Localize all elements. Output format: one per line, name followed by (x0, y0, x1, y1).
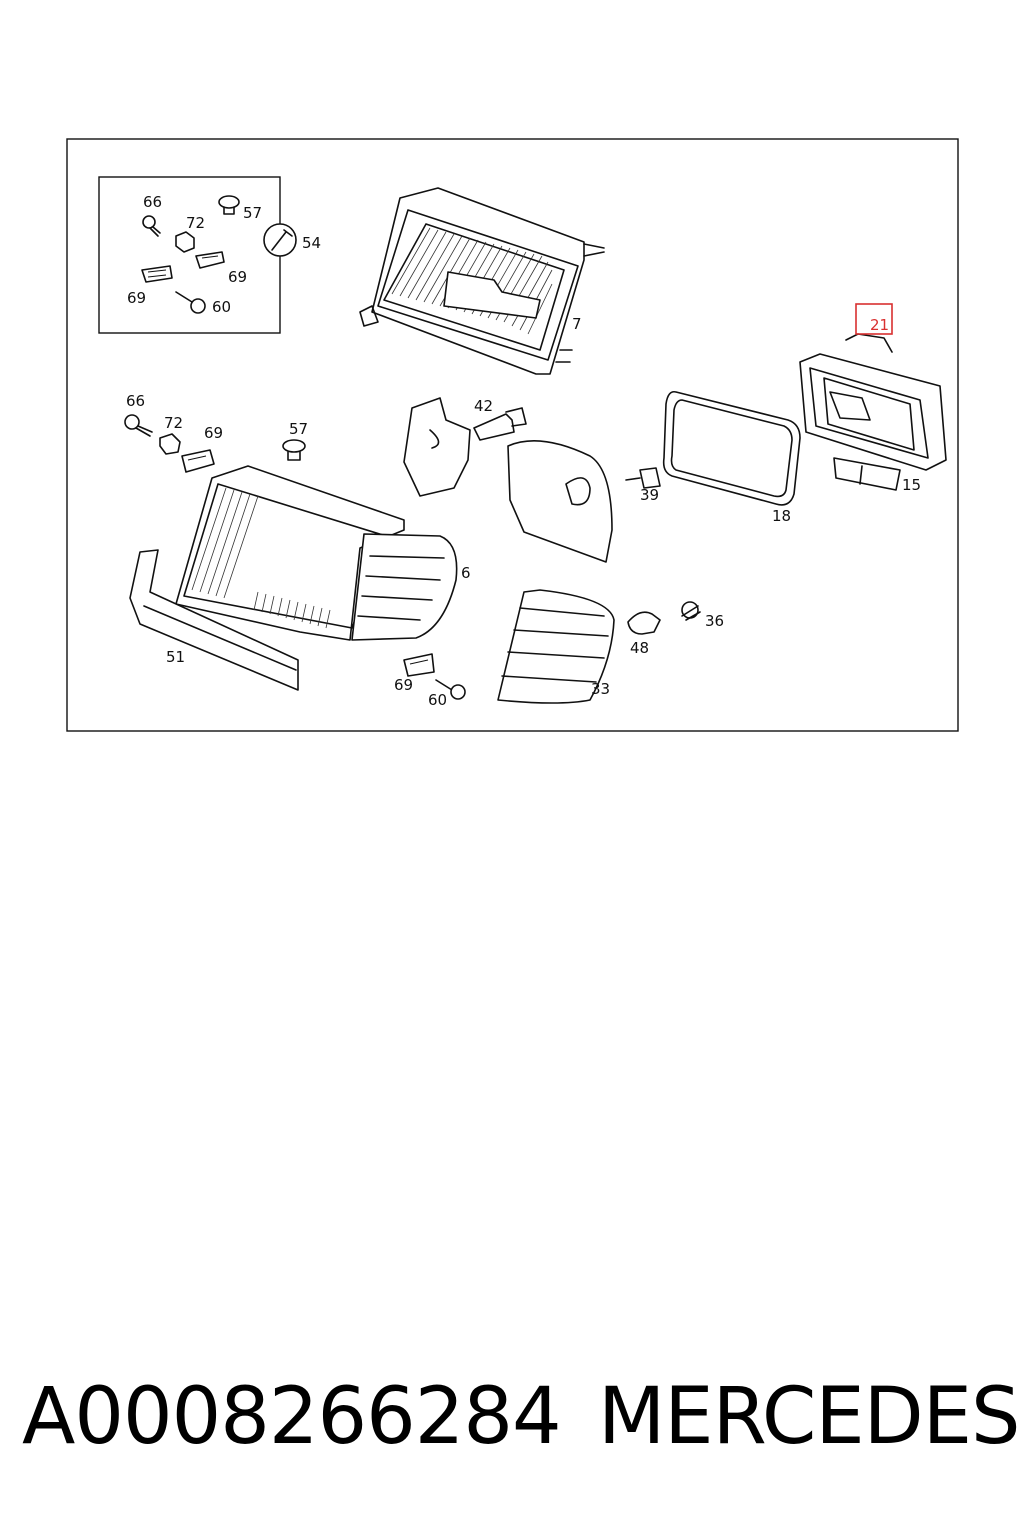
clip-69-lower (403, 653, 435, 677)
callout-6: 6 (461, 564, 471, 582)
reflector-cap (403, 397, 471, 497)
inset-screw-66 (142, 215, 161, 237)
callout-36: 36 (705, 612, 724, 630)
nut-72 (159, 433, 181, 455)
callout-60: 60 (428, 691, 447, 709)
trim-strip-51 (129, 549, 299, 691)
clip-69 (181, 449, 215, 473)
reflector-unit (507, 440, 613, 563)
callout-51: 51 (166, 648, 185, 666)
diagram-frame (66, 138, 959, 732)
callout-inset-66: 66 (143, 193, 162, 211)
inset-screw-60 (175, 291, 206, 314)
callout-inset-69b: 69 (127, 289, 146, 307)
callout-15: 15 (902, 476, 921, 494)
inset-box (98, 176, 281, 334)
wire-clip-21 (845, 333, 893, 353)
bulb-48 (627, 611, 661, 635)
inset-clip-69b (141, 265, 173, 283)
callout-72: 72 (164, 414, 183, 432)
callout-inset-69a: 69 (228, 268, 247, 286)
inset-nut-72 (175, 231, 195, 253)
parts-diagram: 66 57 72 54 69 69 60 7 21 66 72 69 57 42… (66, 138, 959, 732)
callout-7: 7 (572, 315, 582, 333)
headlamp-housing-15 (799, 353, 947, 491)
callout-inset-60: 60 (212, 298, 231, 316)
turn-signal-lens-33 (497, 589, 615, 704)
callout-inset-57: 57 (243, 204, 262, 222)
inset-clip-57 (218, 195, 240, 215)
callout-39: 39 (640, 486, 659, 504)
callout-42: 42 (474, 397, 493, 415)
callout-48: 48 (630, 639, 649, 657)
clip-57 (282, 439, 306, 461)
callout-inset-54: 54 (302, 234, 321, 252)
callout-33: 33 (591, 680, 610, 698)
screw-60-lower (435, 679, 466, 700)
callout-66: 66 (126, 392, 145, 410)
socket-36 (681, 601, 701, 621)
screw-66 (124, 414, 153, 437)
callout-21: 21 (870, 316, 889, 334)
callout-inset-72: 72 (186, 214, 205, 232)
part-number: A0008266284 (22, 1372, 562, 1462)
callout-57: 57 (289, 420, 308, 438)
inset-tool-icon (263, 223, 297, 257)
gasket-18 (662, 390, 801, 506)
callout-69: 69 (204, 424, 223, 442)
headlamp-assembly-6 (175, 465, 458, 641)
callout-18: 18 (772, 507, 791, 525)
highlight-box (855, 303, 893, 335)
inset-clip-69a (195, 251, 225, 269)
bulb-holder-42 (473, 407, 527, 441)
brand-name: MERCEDES (598, 1372, 1020, 1462)
callout-69-lower: 69 (394, 676, 413, 694)
headlamp-assembly-7 (359, 187, 605, 375)
bulb-39 (625, 467, 661, 489)
